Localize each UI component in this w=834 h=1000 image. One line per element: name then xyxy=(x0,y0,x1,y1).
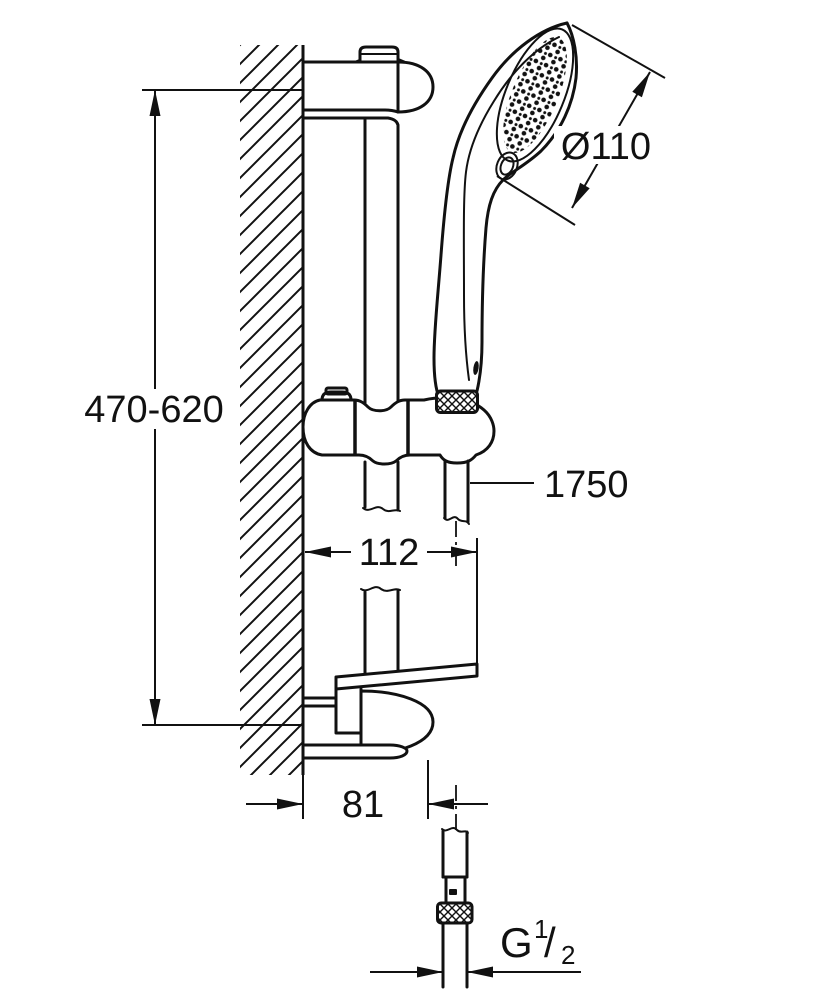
head-diameter-label: Ø110 xyxy=(561,126,651,168)
slider-body xyxy=(301,396,496,466)
hose-length-label: 1750 xyxy=(544,464,629,506)
wall-offset-label: 112 xyxy=(359,532,420,574)
dimension-dia-110: Ø110 xyxy=(496,24,666,226)
connector-detail-mark xyxy=(449,889,457,895)
shower-rail-upper xyxy=(363,118,400,432)
hose-nut-lower xyxy=(436,901,474,925)
dimension-1750: 1750 xyxy=(470,464,629,506)
shower-hose xyxy=(443,459,470,525)
shower-rail-break xyxy=(360,460,401,676)
soap-shelf xyxy=(334,662,479,691)
spray-plate-rim xyxy=(495,27,575,163)
hose-nut-upper xyxy=(435,389,479,414)
wall-hatch xyxy=(240,45,303,775)
thread-size-label-numerator: 1 xyxy=(534,914,548,944)
spray-face-nozzles xyxy=(503,37,567,153)
thread-size-label-slash: / xyxy=(544,919,556,966)
bracket-end-knob xyxy=(396,60,435,114)
hose-connector xyxy=(436,827,474,989)
dimension-112: 112 xyxy=(305,532,478,663)
dimension-81: 81 xyxy=(246,760,488,826)
thread-size-label-denominator: 2 xyxy=(561,940,575,970)
bottom-bracket xyxy=(301,662,479,760)
shower-head xyxy=(432,21,578,393)
bracket-offset-label: 81 xyxy=(342,784,384,826)
top-wall-bracket xyxy=(301,45,435,127)
dimension-470-620: 470-620 xyxy=(79,89,303,726)
thread-size-label-g: G xyxy=(500,919,533,966)
head-back-outline xyxy=(432,21,569,393)
dimension-g-half: G 1 / 2 xyxy=(370,914,581,978)
rail-height-label: 470-620 xyxy=(84,389,223,431)
slider-holder xyxy=(301,386,496,466)
slider-lock-button xyxy=(320,390,353,402)
handle-mode-mark xyxy=(473,361,479,375)
bracket-foot xyxy=(301,743,409,760)
wall-section xyxy=(240,45,305,775)
